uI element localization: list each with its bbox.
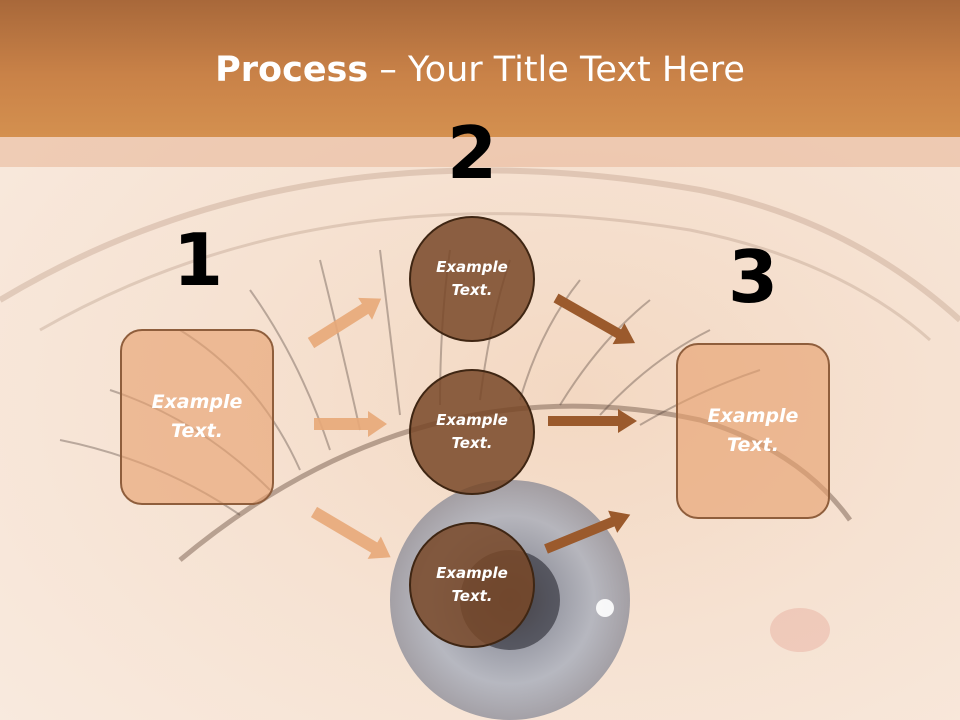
step-number-3: 3 [727,235,779,319]
arrow-icon [314,411,387,437]
step-number-2: 2 [446,111,498,195]
step-box-left-text: Example Text. [151,391,243,442]
circle-bottom[interactable]: Example Text. [409,522,535,648]
circle-top-text: Example Text. [436,258,508,299]
slide-title: Process – Your Title Text Here [0,50,960,90]
title-bold: Process [215,50,369,90]
arrow-icon [553,293,636,345]
circle-middle[interactable]: Example Text. [409,369,535,495]
title-band [0,137,960,167]
arrow-icon [544,510,631,554]
circle-middle-text: Example Text. [436,411,508,452]
arrow-icon [307,297,382,349]
arrow-icon [548,409,637,433]
circle-bottom-text: Example Text. [436,564,508,605]
title-bar [0,0,960,137]
arrow-icon [310,506,391,559]
step-box-right-text: Example Text. [707,405,799,456]
step-number-1: 1 [172,218,224,302]
step-box-right[interactable]: Example Text. [676,343,830,519]
step-box-left[interactable]: Example Text. [120,329,274,505]
circle-top[interactable]: Example Text. [409,216,535,342]
title-rest: – Your Title Text Here [368,50,745,90]
